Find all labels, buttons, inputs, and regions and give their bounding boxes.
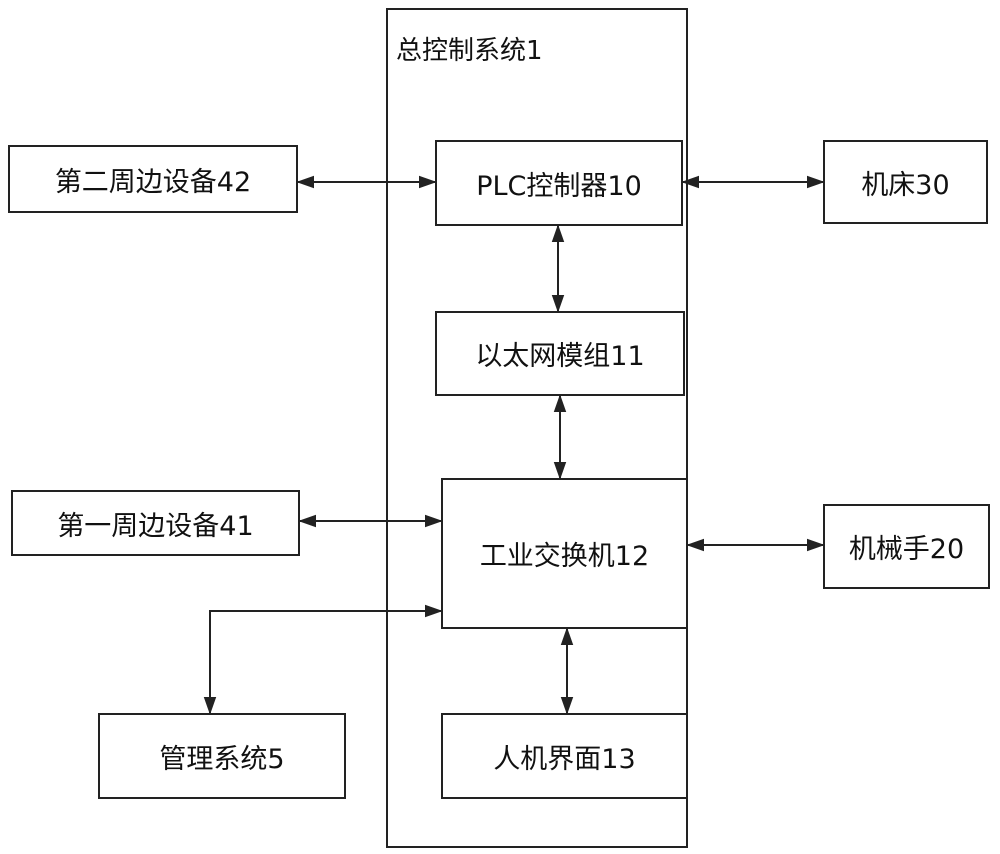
plc-controller-box: PLC控制器10 — [435, 140, 683, 226]
master-control-system-title: 总控制系统1 — [396, 36, 543, 66]
management-system-box: 管理系统5 — [98, 713, 346, 799]
edge-switch-management — [203, 604, 443, 715]
industrial-switch-box: 工业交换机12 — [441, 478, 688, 629]
robot-arm-box: 机械手20 — [823, 504, 990, 589]
ethernet-module-box: 以太网模组11 — [435, 311, 685, 396]
hmi-box: 人机界面13 — [441, 713, 688, 799]
peripheral-2-box: 第二周边设备42 — [8, 145, 298, 213]
master-control-system-container: 总控制系统1 — [386, 8, 688, 848]
peripheral-1-box: 第一周边设备41 — [11, 490, 300, 556]
machine-tool-box: 机床30 — [823, 140, 988, 224]
